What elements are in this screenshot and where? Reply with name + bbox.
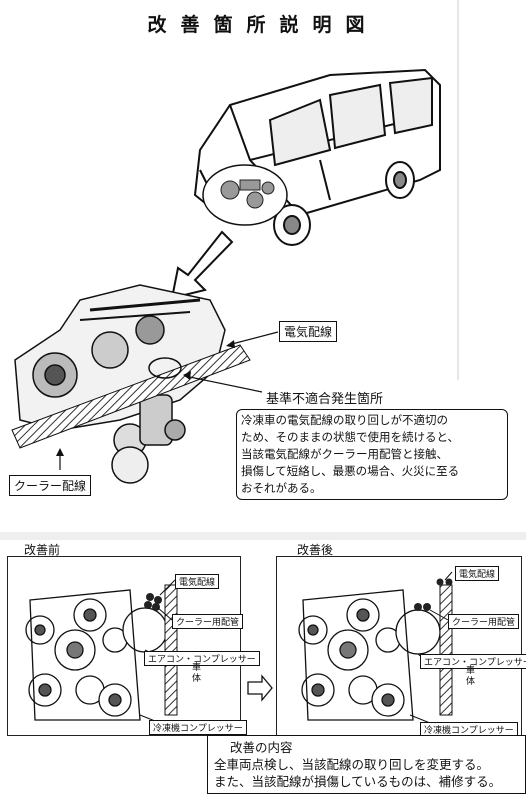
defect-description-box: 冷凍車の電気配線の取り回しが不適切の ため、そのままの状態で使用を続けると、 当… [236,409,508,500]
electric-wiring-label: 電気配線 [279,321,338,342]
before-freezer-compressor-label: 冷凍機コンプレッサー [149,720,247,735]
before-electric-wiring-label: 電気配線 [175,574,220,589]
improvement-box: 改善の内容 全車両点検し、当該配線の取り回しを変更する。 また、当該配線が損傷し… [207,735,526,794]
description-line: おそれがある。 [241,481,322,495]
section-divider [0,532,526,540]
after-electric-wiring-label: 電気配線 [455,566,500,581]
engine-callout-bubble [202,164,288,226]
engine-illustration [14,284,226,484]
after-aircon-compressor-label: エアコン・コンプレッサー [420,654,526,669]
before-cooler-pipe-label: クーラー用配管 [172,614,244,629]
after-heading: 改善後 [297,543,334,557]
cooler-piping-band [11,344,251,449]
description-line: ため、そのままの状態で使用を続けると、 [241,430,460,444]
improvement-line: 全車両点検し、当該配線の取り回しを変更する。 [214,757,490,772]
page-title: 改善箇所説明図 [147,14,379,36]
before-aircon-compressor-label: エアコン・コンプレッサー [144,651,260,666]
non-compliance-location-label: 基準不適合発生箇所 [266,392,384,407]
description-line: 当該電気配線がクーラー用配管と接触、 [241,447,448,461]
improvement-line: また、当該配線が損傷しているものは、補修する。 [214,774,502,789]
description-line: 損傷して短絡し、最悪の場合、火災に至る [241,464,460,478]
improvement-heading: 改善の内容 [230,740,293,755]
before-body-label: 車体 [191,663,201,684]
before-heading: 改善前 [24,543,61,557]
contact-point-marker [148,357,182,379]
description-line: 冷凍車の電気配線の取り回しが不適切の [241,413,448,427]
after-body-label: 車体 [465,666,475,687]
after-cooler-pipe-label: クーラー用配管 [448,614,520,629]
down-arrow-icon [170,230,234,300]
cooler-wiring-label: クーラー配線 [9,475,92,496]
